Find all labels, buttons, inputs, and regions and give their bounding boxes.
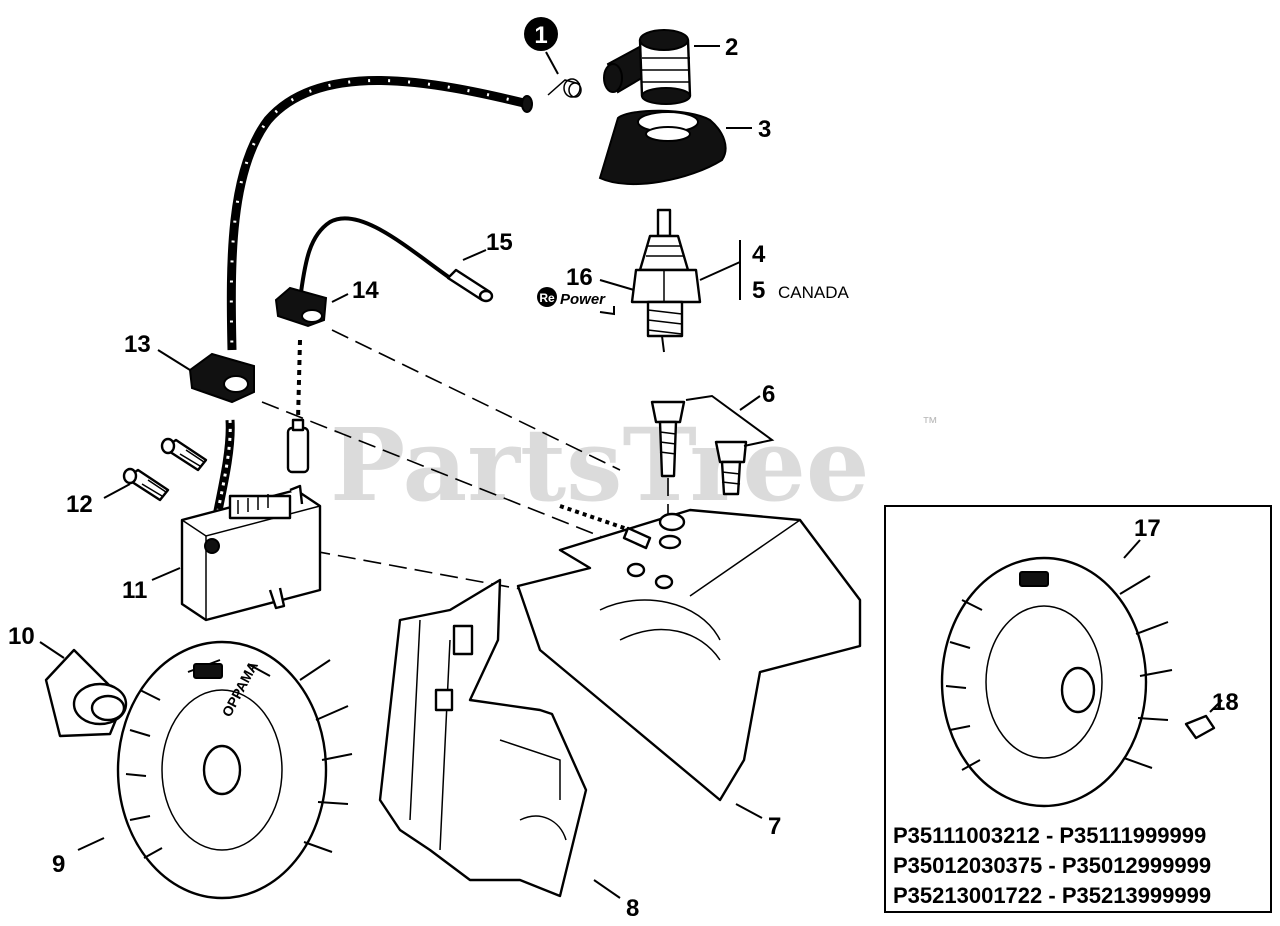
- spark-plug[interactable]: [630, 208, 702, 353]
- repower-re: Re: [539, 291, 555, 305]
- callout-5: 5: [752, 277, 765, 304]
- callout-9: 9: [52, 851, 65, 878]
- wire-grommet-small[interactable]: [274, 286, 328, 328]
- serial-range-1: P35111003212 - P35111999999: [893, 823, 1206, 848]
- callout-7: 7: [768, 813, 781, 840]
- ignition-shroud[interactable]: [516, 504, 862, 802]
- ignition-coil-bolts[interactable]: [122, 437, 208, 502]
- stop-switch-wire[interactable]: [286, 216, 494, 474]
- rubber-boot[interactable]: [598, 109, 727, 185]
- callout-4: 4: [752, 241, 766, 268]
- repower-power: Power: [560, 291, 606, 308]
- spring-clip[interactable]: [547, 78, 582, 98]
- flywheel[interactable]: OPPAMA: [116, 640, 353, 900]
- watermark-text: PartsTree: [330, 406, 870, 524]
- callout-14: 14: [352, 277, 379, 304]
- callout-16: 16: [566, 264, 593, 291]
- flywheel-alternate[interactable]: [940, 556, 1173, 808]
- watermark-trademark: ™: [922, 415, 938, 432]
- ignition-coil[interactable]: [180, 484, 322, 622]
- serial-range-3: P35213001722 - P35213999999: [893, 883, 1211, 908]
- spark-plug-cap[interactable]: [603, 29, 692, 105]
- callout-8: 8: [626, 895, 639, 922]
- callout-3: 3: [758, 116, 771, 143]
- flywheel-cap[interactable]: [44, 648, 128, 738]
- callout-18: 18: [1212, 689, 1239, 716]
- wire-grommet-large[interactable]: [188, 352, 255, 404]
- callout-15: 15: [486, 229, 513, 256]
- flywheel-cover-bracket[interactable]: [378, 578, 588, 898]
- annotation-canada: CANADA: [778, 283, 850, 302]
- serial-range-2: P35012030375 - P35012999999: [893, 853, 1211, 878]
- callout-13: 13: [124, 331, 151, 358]
- callout-12: 12: [66, 491, 93, 518]
- callout-2: 2: [725, 34, 738, 61]
- callout-6: 6: [762, 381, 775, 408]
- callout-1-marker: [524, 17, 558, 51]
- callout-11: 11: [122, 577, 147, 604]
- shroud-bolts[interactable]: [650, 400, 748, 496]
- inset-alternate-flywheel: 17 18 P35111003212 - P35111999999 P35012…: [884, 505, 1272, 913]
- repower-logo: Re Power: [537, 287, 615, 316]
- callout-1: 1: [534, 22, 547, 49]
- callout-17: 17: [1134, 515, 1161, 542]
- flywheel-key[interactable]: [1184, 714, 1216, 740]
- callout-10: 10: [8, 623, 35, 650]
